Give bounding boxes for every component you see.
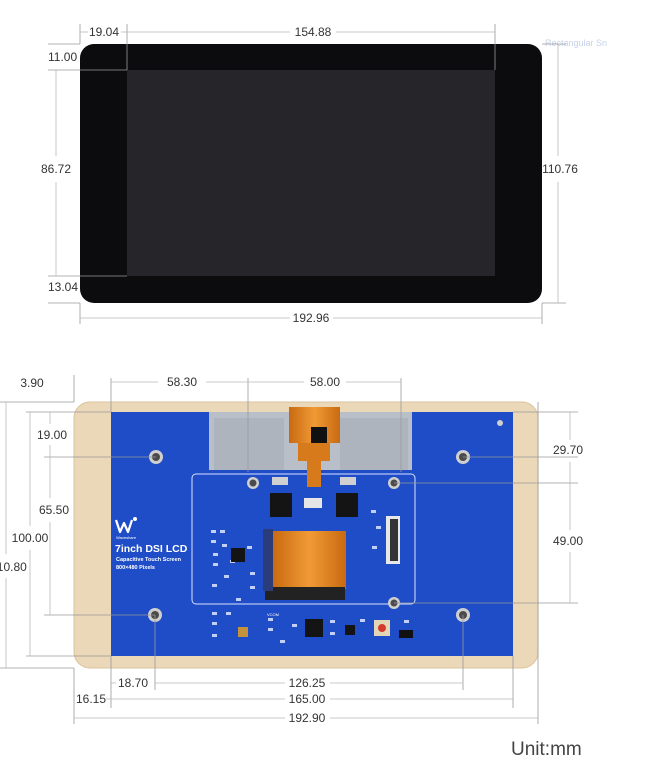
dim-bezel-bottom: 13.04	[48, 280, 78, 294]
dim-inner-hole-spacing: 65.50	[39, 503, 69, 517]
board-brand: Waveshare	[116, 535, 137, 540]
dim-display-width: 154.88	[295, 25, 332, 39]
dim-hole-gap-right: 58.00	[310, 375, 340, 389]
front-view: Rectangular Sn 19.04 154.88 11.00 86.72 …	[41, 24, 607, 325]
vcom-label: VCOM	[267, 612, 279, 617]
board-subtitle: Capacitive Touch Screen	[116, 557, 182, 563]
chip-u1	[270, 493, 292, 517]
dim-left-board-offset: 16.15	[76, 692, 106, 706]
dim-total-height: 110.76	[542, 162, 578, 176]
dim-board-height: 100.00	[12, 531, 49, 545]
dim-board-width: 165.00	[289, 692, 326, 706]
board-title: 7inch DSI LCD	[115, 543, 188, 555]
board-resolution: 800×480 Pixels	[116, 565, 155, 571]
dim-display-height: 86.72	[41, 162, 71, 176]
dim-right-top-offset: 29.70	[553, 443, 583, 457]
dim-left-hole-offset: 18.70	[118, 676, 148, 690]
chip-u3	[305, 619, 323, 637]
chip-u2	[336, 493, 358, 517]
waveshare-logo	[114, 517, 137, 534]
fpc-ribbon	[273, 531, 346, 589]
dim-right-hole-spacing: 49.00	[553, 534, 583, 548]
dim-frame-height: 110.80	[0, 560, 27, 574]
dim-total-width: 192.96	[293, 311, 330, 325]
dim-bezel-top: 11.00	[48, 50, 77, 64]
unit-label: Unit:mm	[511, 739, 582, 760]
back-view: Waveshare 7inch DSI LCD Capacitive Touch…	[0, 375, 583, 725]
dim-bezel-left: 19.04	[89, 25, 119, 39]
dim-edge-offset: 3.90	[20, 376, 44, 390]
dim-hole-gap-left: 58.30	[167, 375, 197, 389]
dim-bottom-hole-span: 126.25	[289, 676, 326, 690]
dim-top-hole-offset: 19.00	[37, 428, 67, 442]
adapter-board-outline	[191, 473, 416, 605]
watermark-text: Rectangular Sn	[545, 38, 607, 48]
display-screen	[127, 70, 495, 276]
fpc-connector	[265, 587, 345, 600]
dim-frame-width: 192.90	[289, 711, 326, 725]
